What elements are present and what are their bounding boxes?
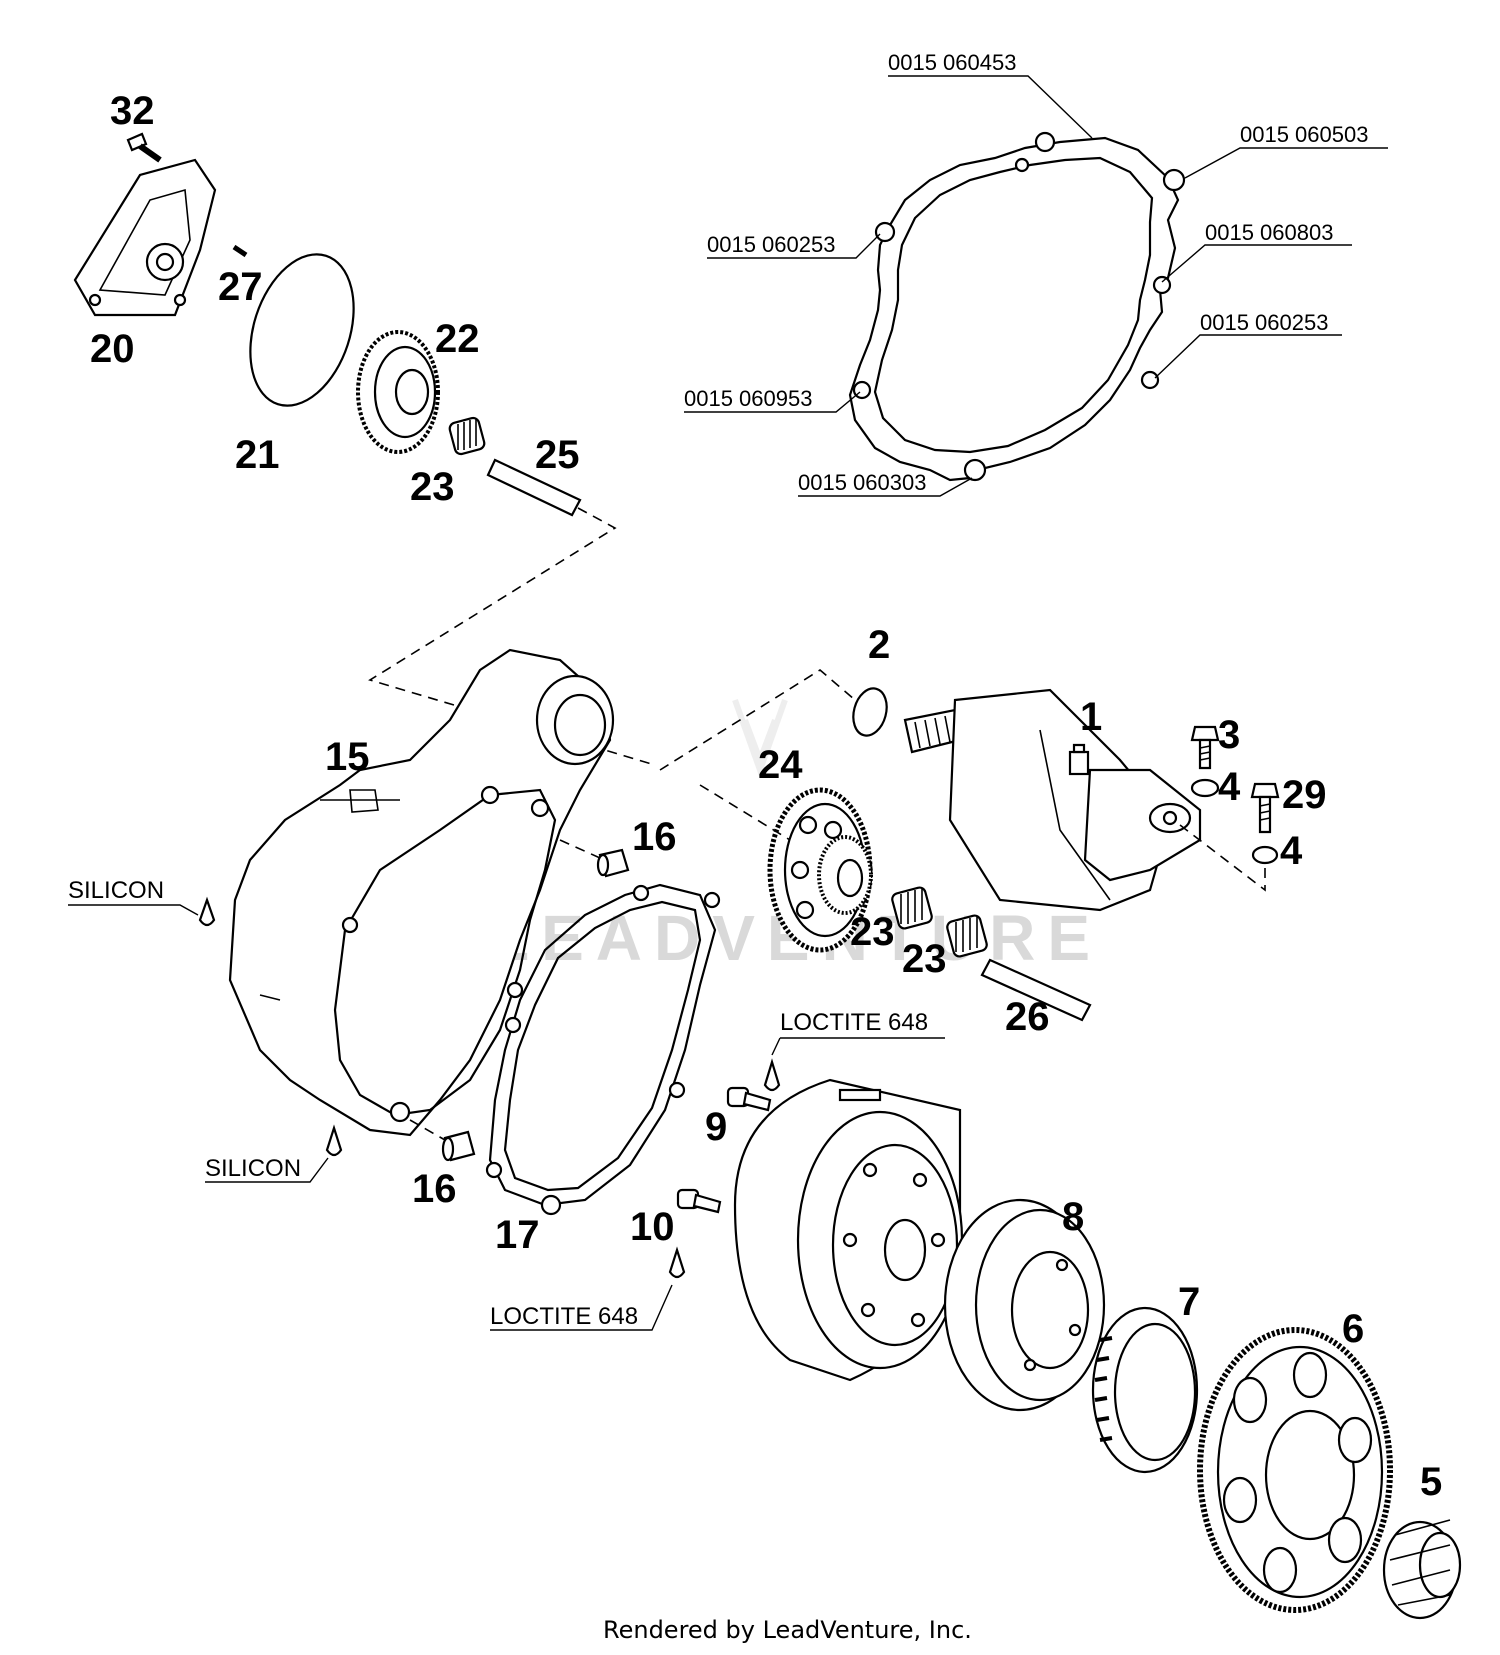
label-16-upper: 16 [632, 815, 677, 859]
label-4-upper: 4 [1218, 765, 1241, 809]
callout-gasket-6: 0015 060953 [684, 386, 812, 411]
gasket-17 [485, 883, 721, 1216]
label-27: 27 [218, 265, 263, 309]
label-22: 22 [435, 317, 480, 361]
loctite-lower-leader [490, 1284, 673, 1331]
shaft-26 [980, 958, 1092, 1022]
pin-27 [232, 244, 248, 258]
silicon-drop-lower-icon [325, 1124, 343, 1157]
label-15: 15 [325, 735, 370, 779]
silicon-upper-leader [68, 904, 199, 916]
dowel-16-lower [441, 1130, 476, 1162]
note-loctite-upper: LOCTITE 648 [780, 1009, 928, 1036]
callout-gasket-7: 0015 060303 [798, 470, 926, 495]
callout-gasket-4: 0015 060803 [1205, 220, 1333, 245]
label-26: 26 [1005, 995, 1050, 1039]
label-21: 21 [235, 433, 280, 477]
bolt-32 [126, 132, 162, 163]
label-25: 25 [535, 433, 580, 477]
needle-bearing-23-left [891, 886, 933, 930]
label-23-top: 23 [410, 465, 455, 509]
label-23-left: 23 [850, 910, 895, 954]
note-silicon-upper: SILICON [68, 877, 164, 904]
needle-bearing-23-right [946, 914, 988, 958]
label-1: 1 [1080, 695, 1102, 739]
assembly-line-16-lower [409, 1119, 446, 1141]
loctite-drop-lower-icon [668, 1246, 686, 1279]
label-3: 3 [1218, 713, 1240, 757]
o-ring-2 [852, 687, 888, 737]
silicon-lower-leader [205, 1157, 329, 1183]
label-23-right: 23 [902, 937, 947, 981]
washer-4-upper [1190, 778, 1220, 798]
callout-gasket-5: 0015 060253 [1200, 310, 1328, 335]
bolt-29 [1250, 782, 1280, 834]
label-17: 17 [495, 1213, 540, 1257]
gear-24 [767, 787, 873, 953]
gasket-outline [848, 131, 1186, 482]
clutch-housing-8 [943, 1198, 1106, 1412]
silicon-drop-upper-icon [198, 896, 216, 927]
starter-gear-6 [1197, 1327, 1393, 1613]
watermark-logo [732, 698, 788, 779]
dowel-16-upper [596, 848, 630, 878]
assembly-line-16-upper [559, 839, 601, 859]
label-5: 5 [1420, 1460, 1442, 1504]
flywheel-rotor [733, 1078, 964, 1382]
assembly-line-starter [659, 669, 856, 771]
ignition-cover-15 [228, 648, 615, 1137]
needle-bearing-5 [1382, 1519, 1462, 1620]
label-20: 20 [90, 327, 135, 371]
sprag-clutch-7 [1091, 1306, 1199, 1474]
loctite-upper-leader [771, 1037, 945, 1056]
note-silicon-lower: SILICON [205, 1155, 301, 1182]
callout-gasket-2: 0015 060503 [1240, 122, 1368, 147]
label-9: 9 [705, 1105, 727, 1149]
callout-gasket-1: 0015 060453 [888, 50, 1016, 75]
loctite-drop-upper-icon [763, 1058, 781, 1092]
cover-gasket-15 [333, 785, 557, 1123]
needle-bearing-23-top [448, 416, 486, 456]
screw-9 [726, 1086, 772, 1112]
label-16-lower: 16 [412, 1167, 457, 1211]
assembly-line-24 [699, 784, 791, 841]
footer-credit: Rendered by LeadVenture, Inc. [603, 1616, 972, 1644]
assembly-line-bolt-29 [1179, 824, 1266, 892]
cover-20 [73, 158, 217, 317]
callout-gasket-3: 0015 060253 [707, 232, 835, 257]
label-29: 29 [1282, 773, 1327, 817]
label-4-lower: 4 [1280, 829, 1303, 873]
label-24: 24 [758, 743, 803, 787]
label-8: 8 [1062, 1195, 1084, 1239]
gasket-leaders [684, 75, 1388, 497]
note-loctite-lower: LOCTITE 648 [490, 1303, 638, 1330]
starter-motor-1 [903, 688, 1202, 912]
gear-22 [356, 330, 440, 454]
label-6: 6 [1342, 1307, 1364, 1351]
label-10: 10 [630, 1205, 675, 1249]
label-32: 32 [110, 89, 155, 133]
label-2: 2 [868, 623, 890, 667]
bolt-3 [1190, 725, 1220, 770]
shaft-25 [486, 458, 582, 517]
label-7: 7 [1178, 1280, 1200, 1324]
washer-4-lower [1251, 845, 1279, 865]
o-ring-21 [249, 253, 355, 407]
screw-10 [676, 1188, 722, 1214]
